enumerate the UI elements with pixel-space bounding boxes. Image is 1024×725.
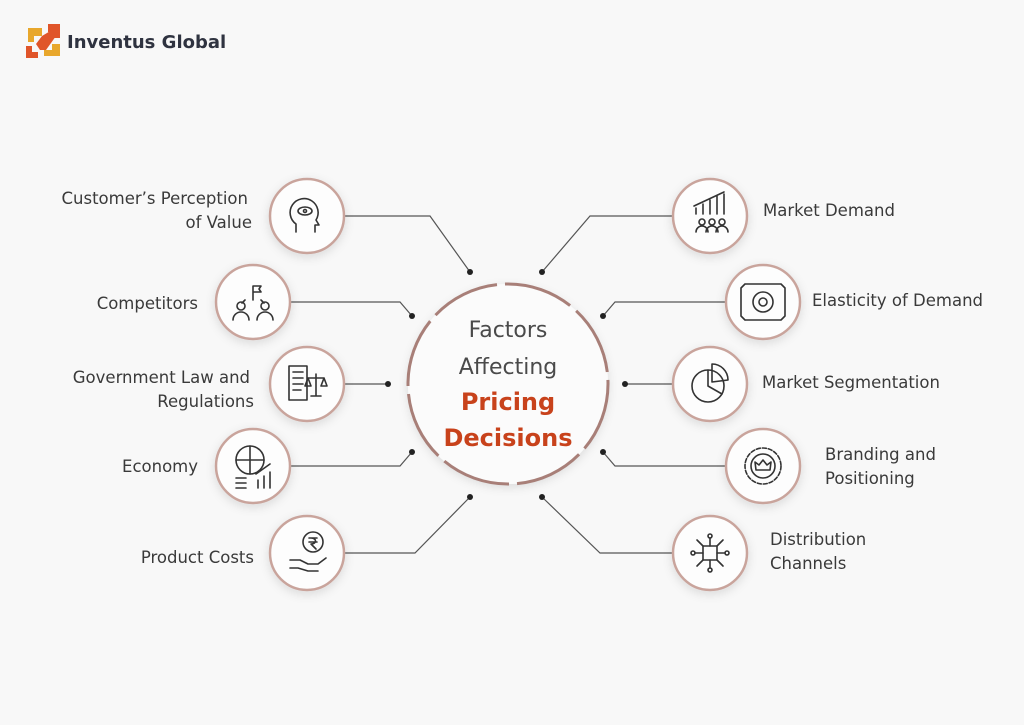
label-line-1: Market Segmentation	[762, 373, 940, 392]
legal-document-scale-icon	[288, 365, 328, 401]
network-box-icon	[690, 533, 730, 573]
factor-market-demand: Market Demand	[671, 177, 895, 255]
logo-text: Inventus Global	[67, 32, 226, 53]
crown-badge-icon	[744, 447, 782, 485]
center-line-4: Decisions	[443, 424, 572, 452]
label-line-1: Government Law and	[73, 368, 250, 387]
logo: Inventus Global	[26, 24, 226, 58]
rupee-hand-icon	[289, 531, 327, 572]
label-line-1: Elasticity of Demand	[812, 291, 983, 310]
factor-elasticity: Elasticity of Demand	[724, 263, 983, 341]
label-line-1: Product Costs	[141, 548, 254, 567]
label-line-2: Positioning	[825, 469, 915, 488]
label-line-1: Branding and	[825, 445, 936, 464]
label-line-1: Distribution	[770, 530, 866, 549]
label-line-1: Customer’s Perception	[62, 189, 248, 208]
label-line-2: of Value	[186, 213, 252, 232]
factor-market-segmentation: Market Segmentation	[671, 345, 940, 423]
label-line-1: Economy	[122, 457, 198, 476]
factor-competitors: Competitors	[97, 263, 292, 341]
gear-arrows-icon	[740, 283, 786, 321]
factor-distribution: Distribution Channels	[671, 514, 866, 592]
center-line-3: Pricing	[461, 388, 555, 416]
center-hub: Factors Affecting Pricing Decisions	[406, 282, 610, 486]
factor-economy: Economy	[122, 427, 292, 505]
logo-mark-icon	[26, 24, 60, 58]
bar-chart-people-icon	[693, 191, 729, 233]
globe-coins-chart-icon	[235, 445, 271, 489]
label-line-1: Market Demand	[763, 201, 895, 220]
head-eye-icon	[289, 197, 320, 233]
factor-product-costs: Product Costs	[141, 514, 346, 592]
factor-customer-perception: Customer’s Perception of Value	[62, 177, 346, 255]
factor-branding: Branding and Positioning	[724, 427, 936, 505]
factor-government-law: Government Law and Regulations	[73, 345, 346, 423]
center-line-2: Affecting	[459, 355, 557, 380]
pie-chart-icon	[691, 363, 729, 403]
label-line-2: Regulations	[157, 392, 254, 411]
competitors-flag-icon	[232, 285, 274, 321]
center-line-1: Factors	[469, 318, 548, 343]
connectors	[290, 215, 725, 554]
label-line-1: Competitors	[97, 294, 198, 313]
label-line-2: Channels	[770, 554, 846, 573]
